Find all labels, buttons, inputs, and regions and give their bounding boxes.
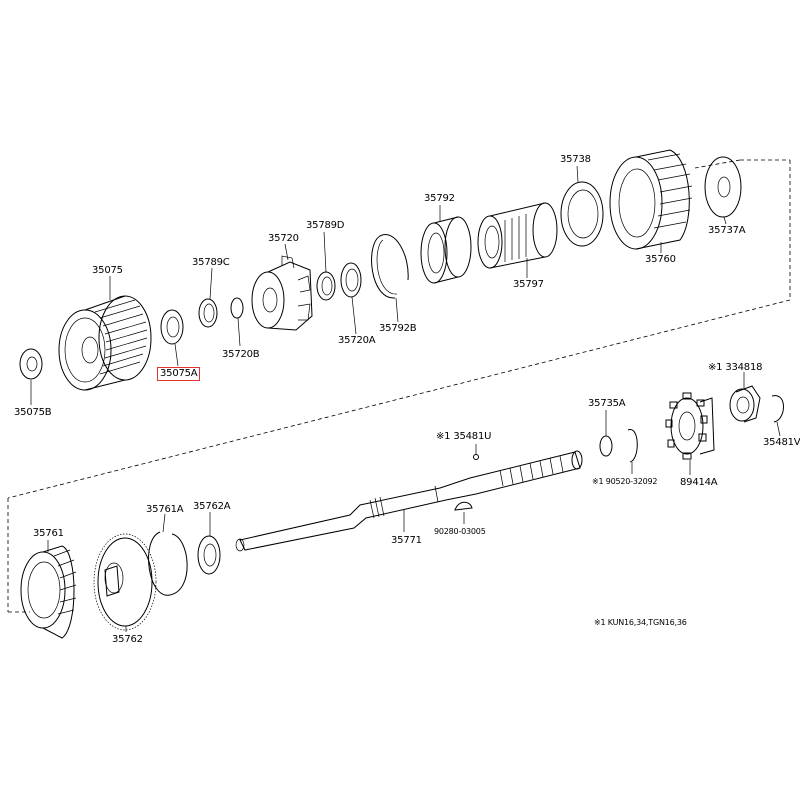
part-35792B <box>371 234 409 323</box>
label-35797: 35797 <box>513 279 544 290</box>
part-35762 <box>93 533 157 632</box>
part-35720 <box>251 243 313 331</box>
part-90520-32092 <box>627 429 638 474</box>
part-35481U <box>473 444 479 460</box>
part-35720B <box>230 297 244 347</box>
part-35797 <box>477 202 558 278</box>
label-35762A: 35762A <box>193 501 231 512</box>
label-35720B: 35720B <box>222 349 260 360</box>
label-35735A: 35735A <box>588 398 626 409</box>
label-35738: 35738 <box>560 154 591 165</box>
label-35075: 35075 <box>92 265 123 276</box>
label-89414A: 89414A <box>680 477 718 488</box>
part-35737A <box>704 156 742 225</box>
part-35720A <box>340 262 362 335</box>
label-35075B: 35075B <box>14 407 52 418</box>
label-35762: 35762 <box>112 634 143 645</box>
label-35789C: 35789C <box>192 257 230 268</box>
label-35789D: 35789D <box>306 220 345 231</box>
label-35792B: 35792B <box>379 323 417 334</box>
footnote: ※1 KUN16,34,TGN16,36 <box>594 618 687 627</box>
part-89414A <box>665 392 715 475</box>
part-334818 <box>729 372 761 423</box>
label-90280-03005: 90280-03005 <box>434 527 486 536</box>
label-35481V: 35481V <box>763 437 800 448</box>
label-35720A: 35720A <box>338 335 376 346</box>
part-35735A <box>599 410 613 457</box>
part-35075 <box>58 276 152 391</box>
part-35738 <box>560 165 604 247</box>
part-35762A <box>197 512 221 575</box>
label-35792: 35792 <box>424 193 455 204</box>
part-35760 <box>609 149 693 253</box>
label-90520-32092: ※1 90520-32092 <box>592 477 658 486</box>
label-35771: 35771 <box>391 535 422 546</box>
part-35789C <box>198 267 218 328</box>
part-35792 <box>420 205 472 284</box>
part-35789D <box>316 231 336 301</box>
label-334818: ※1 334818 <box>708 362 763 373</box>
dashed-boundary <box>7 159 791 613</box>
part-35761 <box>20 540 77 639</box>
label-35761A: 35761A <box>146 504 184 515</box>
label-35481U: ※1 35481U <box>436 431 492 442</box>
label-35760: 35760 <box>645 254 676 265</box>
part-35771 <box>235 450 583 552</box>
part-35075B <box>19 348 43 405</box>
label-35720: 35720 <box>268 233 299 244</box>
part-35075A <box>160 309 184 367</box>
label-35761: 35761 <box>33 528 64 539</box>
part-35481V <box>771 395 784 437</box>
part-35761A <box>148 513 188 596</box>
part-90280-03005 <box>454 501 473 524</box>
label-35075A: 35075A <box>157 367 201 381</box>
label-35737A: 35737A <box>708 225 746 236</box>
